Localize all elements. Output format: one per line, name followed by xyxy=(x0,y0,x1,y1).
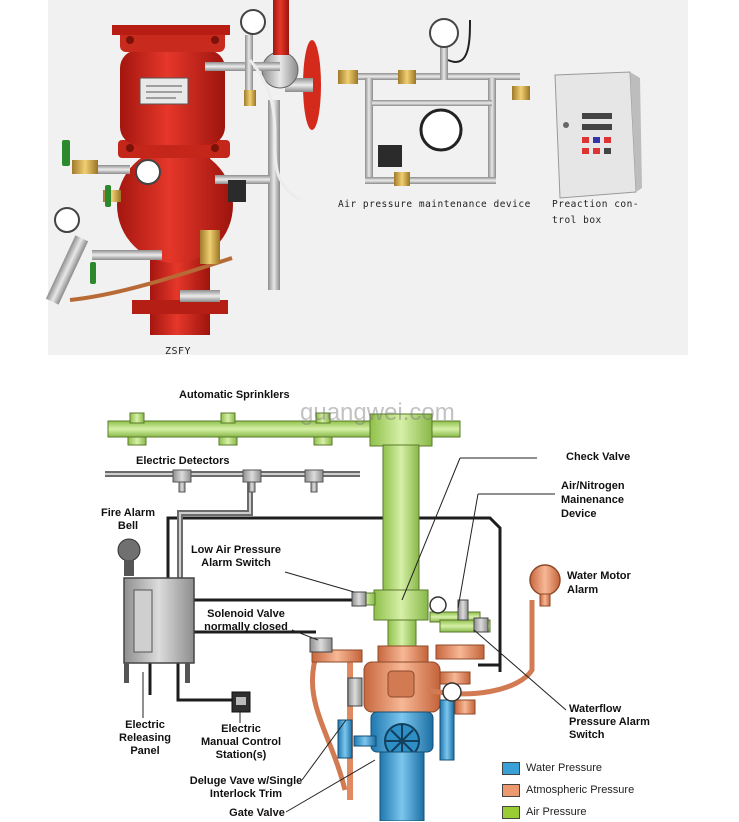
legend-swatch-atmospheric xyxy=(502,784,520,797)
releasing-panel-label-3: Panel xyxy=(130,745,160,757)
water-motor-alarm xyxy=(529,564,561,607)
air-nitrogen-label-2: Mainenance xyxy=(561,494,624,506)
automatic-sprinklers-label: Automatic Sprinklers xyxy=(179,389,290,401)
check-valve-label: Check Valve xyxy=(566,451,631,463)
atmospheric-section xyxy=(309,600,535,800)
manual-station-label-2: Manual Control xyxy=(200,736,282,748)
electric-detectors-label: Electric Detectors xyxy=(136,455,230,467)
control-box-photo xyxy=(554,71,642,199)
legend-label-water: Water Pressure xyxy=(526,762,603,774)
water-motor-alarm-label-1: Water Motor xyxy=(567,570,631,582)
legend-item-atmospheric-pressure: Atmospheric Pressure xyxy=(502,782,702,800)
solenoid-valve xyxy=(309,637,333,653)
solenoid-valve-label-2: normally closed xyxy=(204,621,288,633)
control-box-label-2: trol box xyxy=(552,215,602,226)
manual-station-label-3: Station(s) xyxy=(215,749,267,761)
waterflow-switch-label-2: Pressure Alarm xyxy=(569,716,650,728)
legend-item-air-pressure: Air Pressure xyxy=(502,804,702,822)
low-air-pressure-label-1: Low Air Pressure xyxy=(190,544,282,556)
air-nitrogen-label-1: Air/Nitrogen xyxy=(561,480,625,492)
air-riser xyxy=(354,444,429,647)
waterflow-switch-label-1: Waterflow xyxy=(569,703,622,715)
legend-label-air: Air Pressure xyxy=(526,806,587,818)
solenoid-valve-label-1: Solenoid Valve xyxy=(207,608,285,620)
fire-alarm-bell xyxy=(117,538,141,576)
electric-detector-heads xyxy=(172,469,324,493)
electric-releasing-panel xyxy=(123,577,195,683)
gate-valve-label: Gate Valve xyxy=(229,807,285,819)
fire-alarm-bell-label-1: Fire Alarm xyxy=(100,507,155,519)
water-section xyxy=(337,677,462,821)
legend-swatch-air xyxy=(502,806,520,819)
deluge-valve-label-2: Interlock Trim xyxy=(209,788,283,800)
low-air-pressure-switch xyxy=(351,591,367,607)
watermark: guangwei.com xyxy=(300,399,455,426)
releasing-panel-label-1: Electric xyxy=(125,719,165,731)
air-nitrogen-label-3: Device xyxy=(561,508,597,520)
legend-item-water-pressure: Water Pressure xyxy=(502,760,702,778)
air-maintenance-line xyxy=(429,596,491,633)
leader-lines xyxy=(142,457,567,813)
legend-swatch-water xyxy=(502,762,520,775)
waterflow-switch-label-3: Switch xyxy=(569,729,605,741)
releasing-panel-label-2: Releasing xyxy=(119,732,171,744)
low-air-pressure-label-2: Alarm Switch xyxy=(201,557,271,569)
signal-wires xyxy=(148,516,502,702)
manual-station-label-1: Electric xyxy=(221,723,261,735)
deluge-valve-label-1: Deluge Vave w/Single xyxy=(189,775,303,787)
manual-control-station xyxy=(231,691,251,713)
model-label: ZSFY xyxy=(165,346,192,357)
control-box-label-1: Preaction con- xyxy=(552,199,640,210)
sprinkler-main-pipe xyxy=(107,412,461,447)
fire-alarm-bell-label-2: Bell xyxy=(117,520,139,532)
water-motor-alarm-label-2: Alarm xyxy=(567,584,599,596)
valve-photo xyxy=(45,0,321,335)
air-device-photo-label: Air pressure maintenance device xyxy=(338,199,531,210)
air-maintenance-photo xyxy=(338,18,530,186)
legend-label-atmospheric: Atmospheric Pressure xyxy=(526,784,635,796)
